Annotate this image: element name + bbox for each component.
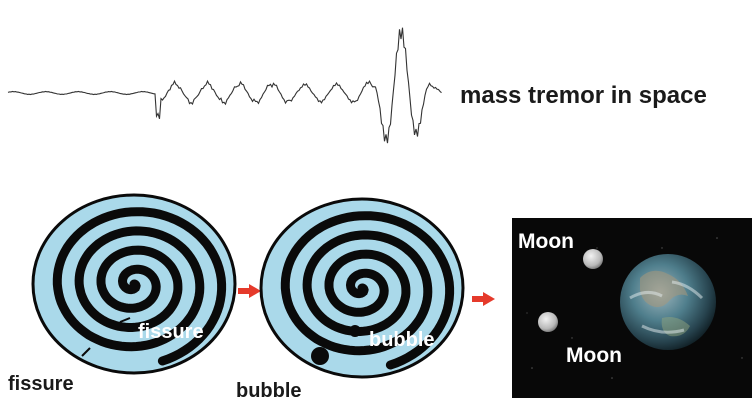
- moon-label-lower: Moon: [566, 344, 622, 367]
- fissure-inline-label: fissure: [138, 321, 204, 343]
- planet-clouds: [629, 280, 704, 334]
- seismogram-caption: mass tremor in space: [460, 82, 707, 109]
- bubble-inline-label: bubble: [369, 329, 435, 351]
- bubble-small: [349, 325, 361, 337]
- fissure-crack: [119, 317, 131, 323]
- fissure-caption: fissure: [8, 373, 74, 395]
- moon-label-upper: Moon: [518, 230, 574, 253]
- spiral-groove: [280, 211, 455, 370]
- moon-lower: [538, 312, 558, 332]
- seismogram-trace: [7, 27, 442, 144]
- seismogram-waveform: [7, 27, 442, 144]
- spiral-disc-fissure: [31, 193, 237, 375]
- planet-continent: [640, 270, 688, 308]
- space-illustration: [526, 237, 743, 379]
- space-scene: Moon Moon: [512, 218, 752, 398]
- arrow-right-icon: [472, 292, 495, 306]
- bubble-large: [311, 347, 329, 365]
- bubble-caption: bubble: [236, 380, 302, 402]
- stars: [526, 237, 743, 379]
- moon-upper: [583, 249, 603, 269]
- fissure-crack: [81, 347, 91, 357]
- spiral-disc-bubble: [259, 197, 465, 379]
- spiral-groove: [52, 207, 227, 366]
- arrow-right-icon: [238, 284, 261, 298]
